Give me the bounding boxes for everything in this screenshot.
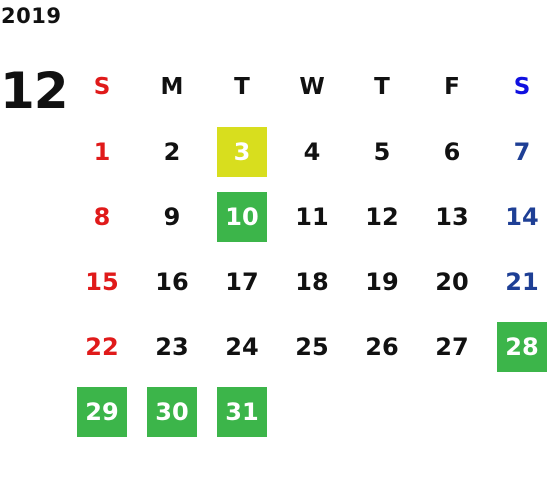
day-cell[interactable]: 2	[163, 137, 181, 166]
day-cell[interactable]: 23	[155, 332, 189, 361]
calendar-grid: S M T W T F S 1 2 3 4 5 6 7 8 9 10 11 12…	[67, 54, 548, 444]
weekday-header-thursday: T	[374, 73, 390, 100]
weekday-header-saturday: S	[513, 73, 531, 100]
day-cell[interactable]: 29	[67, 379, 137, 444]
weekday-header-monday: M	[160, 73, 184, 100]
day-cell[interactable]: 5	[373, 137, 391, 166]
day-cell-empty	[417, 379, 487, 444]
day-cell[interactable]: 3	[207, 119, 277, 184]
day-cell-empty	[487, 379, 548, 444]
week-row-5: 29 30 31	[67, 379, 548, 444]
day-cell[interactable]: 18	[295, 267, 329, 296]
day-cell[interactable]: 27	[435, 332, 469, 361]
day-cell[interactable]: 15	[85, 267, 119, 296]
day-cell[interactable]: 11	[295, 202, 329, 231]
day-cell[interactable]: 20	[435, 267, 469, 296]
day-cell[interactable]: 19	[365, 267, 399, 296]
day-cell[interactable]: 6	[443, 137, 461, 166]
day-cell[interactable]: 12	[365, 202, 399, 231]
calendar-year: 2019	[1, 4, 62, 28]
day-cell[interactable]: 24	[225, 332, 259, 361]
day-cell[interactable]: 21	[505, 267, 539, 296]
calendar-month: 12	[0, 62, 69, 120]
day-cell[interactable]: 31	[207, 379, 277, 444]
day-cell[interactable]: 8	[93, 202, 111, 231]
day-cell[interactable]: 17	[225, 267, 259, 296]
day-cell[interactable]: 22	[85, 332, 119, 361]
week-row-1: 1 2 3 4 5 6 7	[67, 119, 548, 184]
day-cell[interactable]: 30	[137, 379, 207, 444]
day-cell[interactable]: 26	[365, 332, 399, 361]
day-cell[interactable]: 10	[207, 184, 277, 249]
day-cell[interactable]: 7	[513, 137, 531, 166]
day-cell[interactable]: 13	[435, 202, 469, 231]
day-cell[interactable]: 25	[295, 332, 329, 361]
day-cell-empty	[277, 379, 347, 444]
weekday-header-row: S M T W T F S	[67, 54, 548, 119]
week-row-4: 22 23 24 25 26 27 28	[67, 314, 548, 379]
day-cell[interactable]: 28	[487, 314, 548, 379]
day-cell[interactable]: 16	[155, 267, 189, 296]
weekday-header-tuesday: T	[234, 73, 250, 100]
weekday-header-friday: F	[444, 73, 460, 100]
weekday-header-wednesday: W	[299, 73, 325, 100]
weekday-header-sunday: S	[93, 73, 111, 100]
day-cell[interactable]: 9	[163, 202, 181, 231]
day-cell[interactable]: 14	[505, 202, 539, 231]
day-cell[interactable]: 1	[93, 137, 111, 166]
day-cell-empty	[347, 379, 417, 444]
week-row-3: 15 16 17 18 19 20 21	[67, 249, 548, 314]
day-cell[interactable]: 4	[303, 137, 321, 166]
week-row-2: 8 9 10 11 12 13 14	[67, 184, 548, 249]
